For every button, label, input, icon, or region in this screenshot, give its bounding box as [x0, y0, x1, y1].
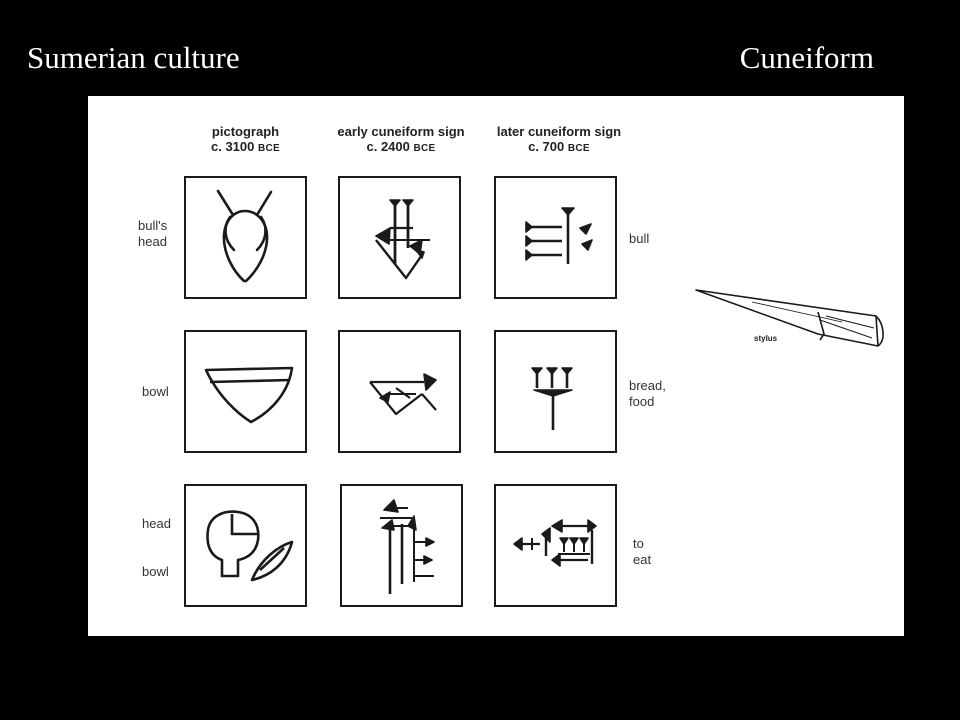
bowl-early-cuneiform-sign-icon — [369, 373, 437, 416]
label-line: eat — [633, 552, 652, 567]
label-line: head — [138, 234, 167, 249]
column-title: early cuneiform sign — [337, 124, 465, 139]
cell-bull-early-cuneiform — [338, 176, 461, 299]
label-line: head — [142, 516, 171, 531]
column-title: later cuneiform sign — [496, 124, 622, 139]
label-line: bowl — [142, 384, 169, 399]
row-label-head: head — [142, 516, 171, 532]
cell-bowl-early-cuneiform — [338, 330, 461, 453]
row-label-bowl-2: bowl — [142, 564, 169, 580]
column-title: pictograph — [211, 124, 280, 139]
column-date: c. 3100 — [210, 139, 255, 154]
row-meaning-bread-food: bread, food — [629, 378, 666, 410]
column-era: BCE — [413, 143, 436, 154]
bull-head-pictograph-icon — [216, 189, 273, 283]
row-meaning-to-eat: to eat — [633, 536, 651, 568]
cell-eat-pictograph — [184, 484, 307, 607]
label-line: food — [629, 394, 655, 409]
cell-bowl-later-cuneiform — [494, 330, 617, 453]
column-era: BCE — [567, 143, 590, 154]
bull-later-cuneiform-sign-icon — [525, 207, 593, 264]
label-line: bowl — [142, 564, 169, 579]
cuneiform-chart-panel: pictograph c. 3100 BCE early cuneiform s… — [88, 96, 904, 636]
bread-later-cuneiform-sign-icon — [531, 367, 573, 430]
cell-eat-early-cuneiform — [340, 484, 463, 607]
column-date: c. 2400 — [366, 139, 410, 154]
label-line: bull — [629, 231, 650, 246]
column-era: BCE — [257, 143, 280, 154]
cell-eat-later-cuneiform — [494, 484, 617, 607]
slide-title-left: Sumerian culture — [27, 40, 240, 75]
row-label-bulls-head: bull's head — [138, 218, 167, 250]
label-line: bull's — [138, 218, 168, 233]
bull-early-cuneiform-sign-icon — [375, 199, 430, 280]
column-date: c. 700 — [528, 139, 565, 154]
row-label-bowl: bowl — [142, 384, 169, 400]
label-line: to — [633, 536, 644, 551]
stylus-illustration-icon — [695, 289, 884, 347]
cell-bull-pictograph — [184, 176, 307, 299]
stylus-label: stylus — [754, 334, 778, 343]
column-header-pictograph: pictograph c. 3100 BCE — [184, 124, 307, 156]
column-header-later-cuneiform: later cuneiform sign c. 700 BCE — [484, 124, 634, 156]
bowl-pictograph-icon — [204, 366, 294, 424]
head-and-bowl-pictograph-icon — [206, 510, 294, 582]
cell-bowl-pictograph — [184, 330, 307, 453]
eat-early-cuneiform-sign-icon — [380, 499, 435, 594]
row-meaning-bull: bull — [629, 231, 649, 247]
column-header-early-cuneiform: early cuneiform sign c. 2400 BCE — [326, 124, 476, 156]
label-line: bread, — [629, 378, 666, 393]
slide-title-right: Cuneiform — [739, 40, 874, 75]
cell-bull-later-cuneiform — [494, 176, 617, 299]
eat-later-cuneiform-sign-icon — [513, 519, 597, 567]
